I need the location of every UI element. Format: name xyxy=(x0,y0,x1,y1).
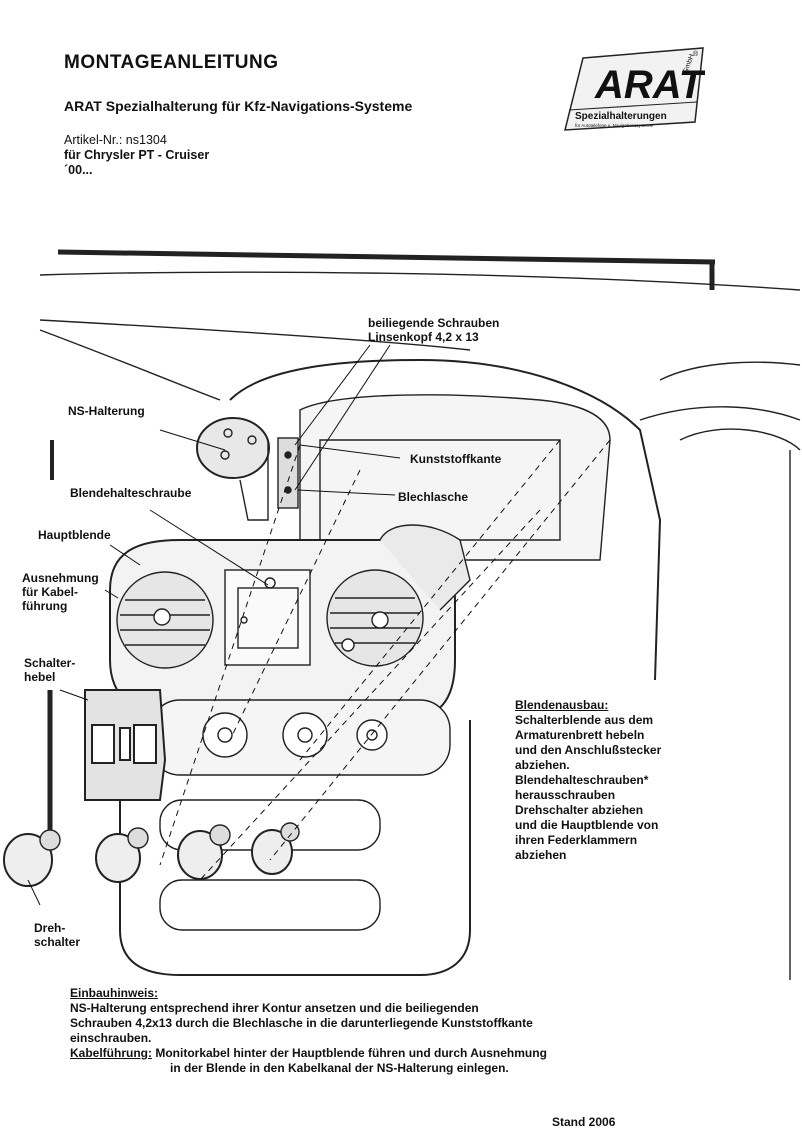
removal-line: Armaturenbrett hebeln xyxy=(515,728,645,742)
removal-heading: Blendenausbau: xyxy=(515,698,609,712)
removal-instructions: Blendenausbau: Schalterblende aus dem Ar… xyxy=(515,698,715,863)
document-title: MONTAGEANLEITUNG xyxy=(64,52,279,73)
logo-registered: ® xyxy=(693,50,699,58)
removal-line: abziehen. xyxy=(515,758,570,772)
label-main-panel: Hauptblende xyxy=(38,528,111,542)
cable-heading: Kabelführung: xyxy=(70,1046,152,1060)
removal-line: abziehen xyxy=(515,848,567,862)
label-screws: beiliegende Schrauben Linsenkopf 4,2 x 1… xyxy=(368,316,500,344)
install-line: Schrauben 4,2x13 durch die Blechlasche i… xyxy=(70,1016,533,1030)
logo-sub: für Autotelefone u. Navigationssysteme xyxy=(575,123,654,128)
cable-line: in der Blende in den Kabelkanal der NS-H… xyxy=(170,1061,509,1075)
arat-logo: ARAT Spezialhalterungen für Autotelefone… xyxy=(564,47,705,131)
cable-routing: Kabelführung: Monitorkabel hinter der Ha… xyxy=(70,1046,750,1061)
document-subtitle: ARAT Spezialhalterung für Kfz-Navigation… xyxy=(64,98,413,114)
logo-brand: ARAT xyxy=(594,63,705,107)
label-cable-recess: Ausnehmung für Kabel- führung xyxy=(22,571,99,613)
removal-line: herausschrauben xyxy=(515,788,616,802)
sheet-tab-shape xyxy=(277,437,299,509)
document-date: Stand 2006 xyxy=(552,1115,616,1129)
label-panel-screw: Blendehalteschraube xyxy=(70,486,192,500)
label-sheet-tab: Blechlasche xyxy=(398,490,469,504)
removal-line: Blendehalteschrauben* xyxy=(515,773,649,787)
cable-line: Monitorkabel hinter der Hauptblende führ… xyxy=(155,1046,547,1060)
install-heading: Einbauhinweis: xyxy=(70,986,159,1000)
dashboard-top-edge xyxy=(57,249,716,265)
installation-notes: Einbauhinweis: NS-Halterung entsprechend… xyxy=(70,986,750,1076)
removal-line: Drehschalter abziehen xyxy=(515,803,644,817)
logo-tagline: Spezialhalterungen xyxy=(575,111,667,122)
lower-console-shape xyxy=(119,720,471,976)
removal-line: Schalterblende aus dem xyxy=(515,713,654,727)
removal-line: und die Hauptblende von xyxy=(515,818,659,832)
removal-line: und den Anschlußstecker xyxy=(515,743,662,757)
ns-holder-shape xyxy=(196,417,270,479)
model-year: ´00... xyxy=(64,163,93,177)
removal-line: ihren Federklammern xyxy=(515,833,638,847)
install-line: NS-Halterung entsprechend ihrer Kontur a… xyxy=(70,1001,479,1015)
article-info: Artikel-Nr.: ns1304 für Chrysler PT - Cr… xyxy=(64,133,209,178)
label-plastic-edge: Kunststoffkante xyxy=(410,452,502,466)
vehicle-model: für Chrysler PT - Cruiser xyxy=(64,148,210,162)
article-number: Artikel-Nr.: ns1304 xyxy=(64,133,167,147)
label-rotary-switch: Dreh- schalter xyxy=(34,921,81,949)
label-switch-lever: Schalter- hebel xyxy=(24,656,76,684)
install-line: einschrauben. xyxy=(70,1031,152,1045)
label-ns-holder: NS-Halterung xyxy=(68,404,145,418)
